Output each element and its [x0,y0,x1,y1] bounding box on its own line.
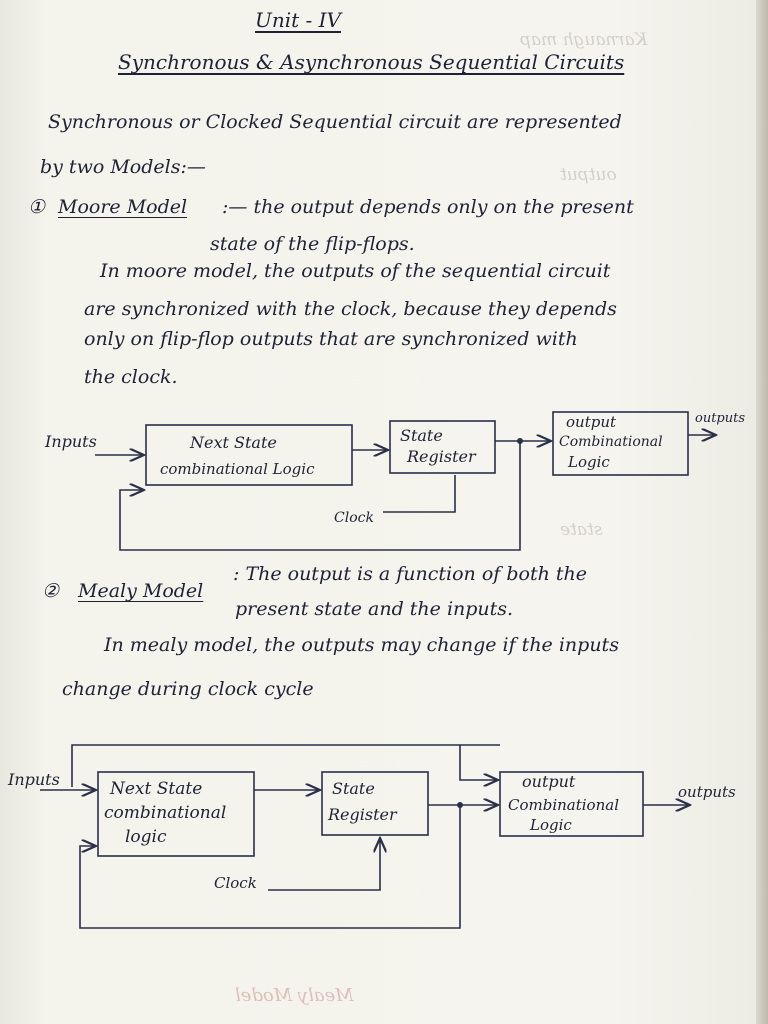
moore-number: ① [28,196,46,218]
mealy-state-register-box [321,771,429,836]
bleed-through-bottom: Mealy Model [235,985,354,1006]
moore-box1-line-1: Next State [189,433,277,452]
moore-clock-label: Clock [334,510,374,526]
mealy-box2-line-2: Register [327,805,398,824]
mealy-next-state-box [97,771,255,857]
mealy-box3-line-1: output [522,772,576,791]
moore-para-line-1: In moore model, the outputs of the seque… [100,260,611,282]
moore-box1-line-2: combinational Logic [160,460,315,478]
moore-para-line-3: only on flip-flop outputs that are synch… [84,328,578,350]
moore-block-diagram: Inputs outputs Next State combinational … [44,411,745,551]
moore-para-line-4: the clock. [84,366,178,388]
mealy-box1-line-1: Next State [109,779,202,799]
mealy-block-diagram: Inputs outputs Next State combinational … [7,744,736,929]
mealy-para-line-2: change during clock cycle [62,678,314,700]
moore-title: Moore Model [58,196,188,218]
mealy-para-line-1: In mealy model, the outputs may change i… [104,634,619,656]
moore-outputs-label: outputs [695,411,745,426]
intro-line-1: Synchronous or Clocked Sequential circui… [48,111,622,133]
mealy-inputs-label: Inputs [7,770,60,789]
moore-box3-line-3: Logic [567,453,610,471]
moore-state-register-box [389,420,496,474]
mealy-box3-line-3: Logic [529,816,572,834]
mealy-number: ② [42,580,60,602]
mealy-clock-label: Clock [214,874,257,892]
moore-box3-line-2: Combinational [559,434,663,450]
mealy-box1-line-2: combinational [104,803,226,823]
mealy-box1-line-3: logic [125,827,167,847]
moore-box2-line-2: Register [406,447,477,466]
moore-next-state-box [145,424,353,486]
mealy-output-logic-box [499,771,644,837]
mealy-outputs-label: outputs [678,783,736,801]
moore-output-logic-box [552,411,689,476]
page-title: Synchronous & Asynchronous Sequential Ci… [118,50,625,74]
unit-heading: Unit - IV [255,8,341,32]
intro-line-2: by two Models:— [40,156,206,178]
moore-definition-1: :— the output depends only on the presen… [222,196,634,218]
moore-inputs-label: Inputs [44,432,97,451]
mealy-box2-line-1: State [332,779,375,798]
mealy-definition-1: : The output is a function of both the [233,563,587,585]
moore-para-line-2: are synchronized with the clock, because… [84,298,617,320]
mealy-definition-2: present state and the inputs. [235,598,514,620]
mealy-box3-line-2: Combinational [508,796,619,814]
moore-definition-2: state of the flip-flops. [210,233,415,255]
bleed-through-text: output [560,165,617,185]
moore-box2-line-1: State [400,426,443,445]
moore-box3-line-1: output [566,413,617,431]
mealy-title: Mealy Model [78,580,204,602]
page-edge-shadow [756,0,768,1024]
bleed-through-text: Karnaugh map [520,30,648,50]
